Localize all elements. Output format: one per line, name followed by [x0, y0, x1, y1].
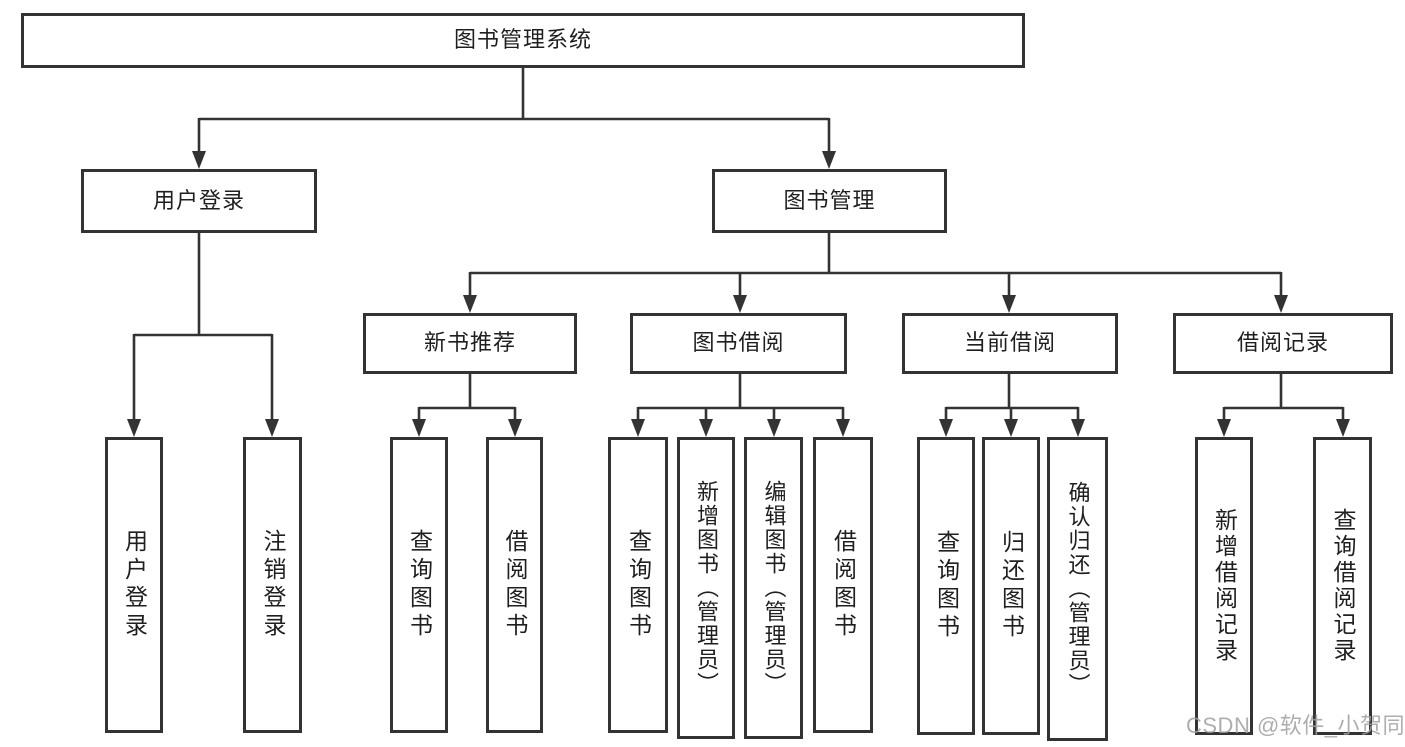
node-book-borrowing: 图书借阅	[630, 313, 847, 374]
node-borrowing-records: 借阅记录	[1173, 313, 1393, 374]
leaf-query-books-1: 查询图书	[390, 437, 448, 733]
node-book-management: 图书管理	[712, 169, 947, 233]
node-root-system: 图书管理系统	[21, 13, 1025, 68]
node-current-borrowing: 当前借阅	[902, 313, 1118, 374]
leaf-edit-book-admin: 编辑图书（管理员）	[744, 437, 803, 739]
leaf-query-borrow-record: 查询借阅记录	[1313, 437, 1372, 735]
leaf-return-book: 归还图书	[982, 437, 1040, 735]
leaf-query-books-3: 查询图书	[917, 437, 975, 735]
csdn-watermark: CSDN @软件_小贺同学	[1186, 713, 1405, 738]
leaf-borrow-books-2: 借阅图书	[813, 437, 873, 733]
leaf-logout: 注销登录	[243, 437, 302, 733]
leaf-confirm-return-admin: 确认归还（管理员）	[1047, 437, 1108, 741]
leaf-user-login: 用户登录	[105, 437, 163, 733]
leaf-add-book-admin: 新增图书（管理员）	[677, 437, 735, 739]
node-user-login: 用户登录	[81, 169, 317, 233]
leaf-add-borrow-record: 新增借阅记录	[1195, 437, 1253, 735]
node-new-book-recommend: 新书推荐	[363, 313, 577, 374]
leaf-query-books-2: 查询图书	[608, 437, 668, 733]
leaf-borrow-books-1: 借阅图书	[486, 437, 543, 733]
